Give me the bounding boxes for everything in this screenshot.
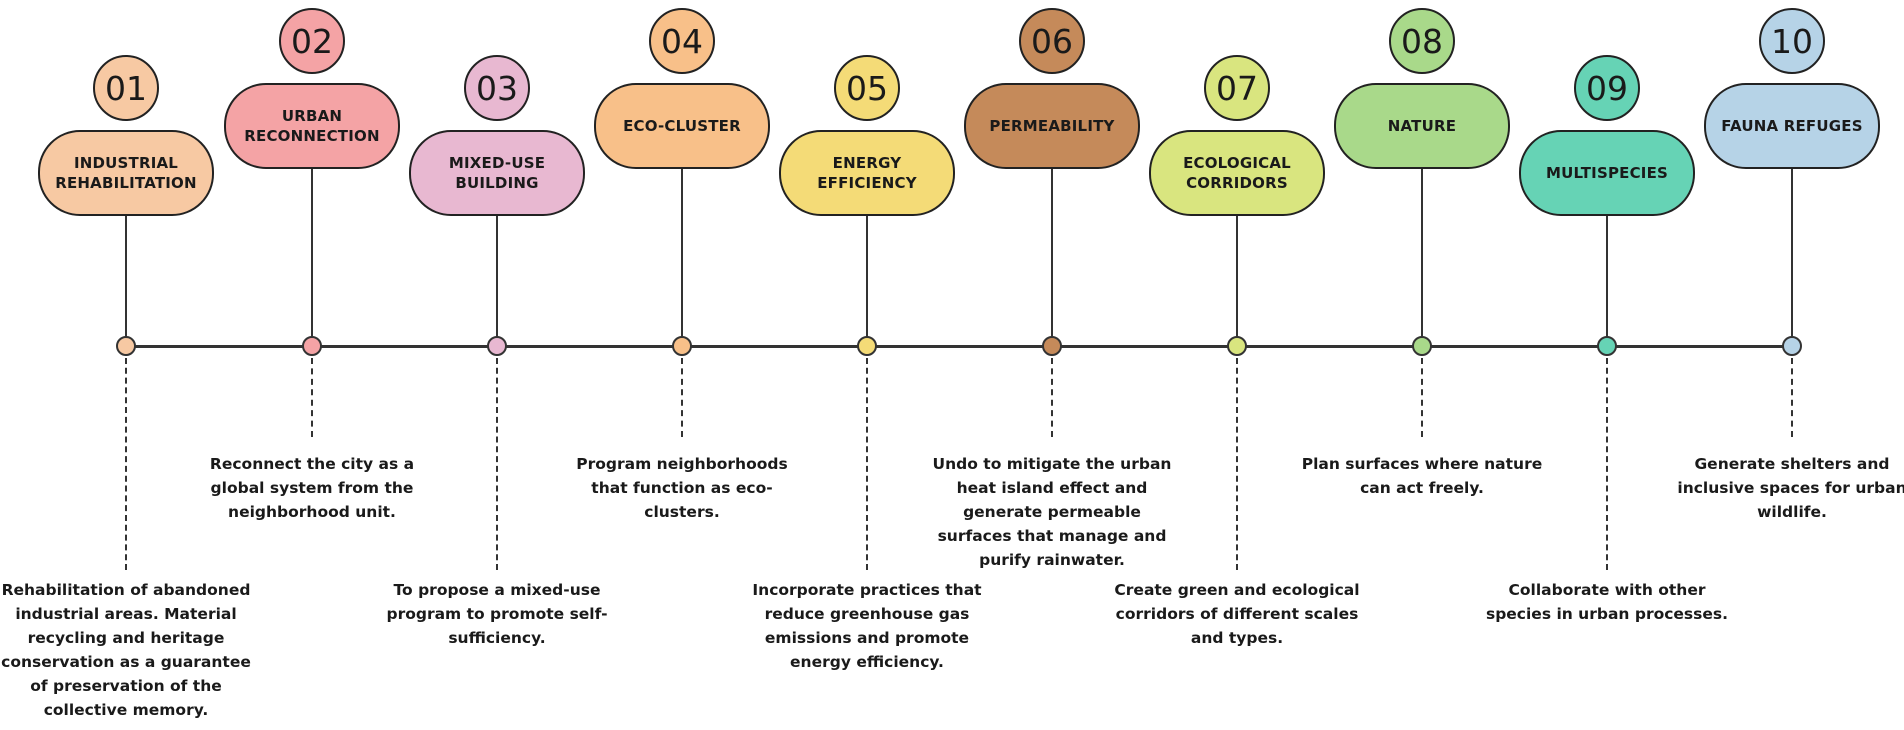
connector-line — [1791, 169, 1793, 346]
timeline-node — [302, 336, 322, 356]
dashed-leader — [866, 358, 868, 570]
timeline-node — [857, 336, 877, 356]
step-title-pill: MULTISPECIES — [1519, 130, 1695, 216]
dashed-leader — [1791, 358, 1793, 437]
step-description: Incorporate practices that reduce greenh… — [752, 581, 982, 671]
timeline-node — [1597, 336, 1617, 356]
connector-line — [681, 169, 683, 346]
step-title-pill: MIXED-USE BUILDING — [409, 130, 585, 216]
dashed-leader — [681, 358, 683, 437]
connector-line — [496, 216, 498, 346]
timeline-node — [1782, 336, 1802, 356]
step-number-badge: 01 — [93, 55, 159, 121]
timeline-node — [116, 336, 136, 356]
connector-line — [1606, 216, 1608, 346]
connector-line — [1421, 169, 1423, 346]
step-title-pill: URBAN RECONNECTION — [224, 83, 400, 169]
connector-line — [311, 169, 313, 346]
step-number-badge: 03 — [464, 55, 530, 121]
step-title-pill: PERMEABILITY — [964, 83, 1140, 169]
step-title-pill: ECO-CLUSTER — [594, 83, 770, 169]
step-number-badge: 07 — [1204, 55, 1270, 121]
step-title-pill: NATURE — [1334, 83, 1510, 169]
step-number-badge: 09 — [1574, 55, 1640, 121]
step-number-badge: 04 — [649, 8, 715, 74]
timeline-node — [1412, 336, 1432, 356]
dashed-leader — [1421, 358, 1423, 437]
step-description: Program neighborhoods that function as e… — [576, 455, 788, 521]
dashed-leader — [1051, 358, 1053, 437]
timeline-node — [672, 336, 692, 356]
connector-line — [125, 216, 127, 346]
step-number-badge: 08 — [1389, 8, 1455, 74]
step-description: Undo to mitigate the urban heat island e… — [932, 455, 1172, 569]
step-title-pill: FAUNA REFUGES — [1704, 83, 1880, 169]
connector-line — [1236, 216, 1238, 346]
timeline-node — [1227, 336, 1247, 356]
step-description: Plan surfaces where nature can act freel… — [1301, 455, 1543, 497]
timeline-node — [487, 336, 507, 356]
step-description: Generate shelters and inclusive spaces f… — [1677, 455, 1904, 521]
step-description: Collaborate with other species in urban … — [1485, 581, 1729, 623]
timeline-node — [1042, 336, 1062, 356]
dashed-leader — [1236, 358, 1238, 570]
dashed-leader — [496, 358, 498, 570]
step-title-pill: ECOLOGICAL CORRIDORS — [1149, 130, 1325, 216]
step-number-badge: 02 — [279, 8, 345, 74]
step-number-badge: 10 — [1759, 8, 1825, 74]
step-description: Create green and ecological corridors of… — [1114, 581, 1360, 647]
dashed-leader — [125, 358, 127, 570]
dashed-leader — [311, 358, 313, 437]
step-description: Rehabilitation of abandoned industrial a… — [1, 581, 251, 719]
step-description: Reconnect the city as a global system fr… — [209, 455, 415, 521]
connector-line — [866, 216, 868, 346]
step-title-pill: ENERGY EFFICIENCY — [779, 130, 955, 216]
step-number-badge: 06 — [1019, 8, 1085, 74]
timeline-axis — [126, 345, 1792, 348]
dashed-leader — [1606, 358, 1608, 570]
connector-line — [1051, 169, 1053, 346]
step-description: To propose a mixed-use program to promot… — [386, 581, 608, 647]
step-title-pill: INDUSTRIAL REHABILITATION — [38, 130, 214, 216]
step-number-badge: 05 — [834, 55, 900, 121]
